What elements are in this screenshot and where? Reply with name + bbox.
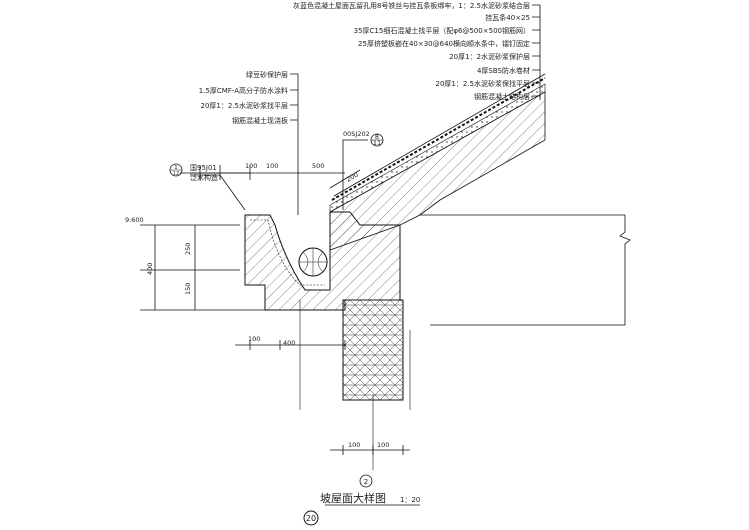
elevation-text: 9.600 <box>125 216 144 224</box>
axis-bubble <box>359 474 373 488</box>
brick-column <box>342 299 404 401</box>
dim-text: 500 <box>312 162 324 170</box>
dim-text: 250 <box>184 243 192 255</box>
svg-text:12: 12 <box>173 171 179 177</box>
dim-text: 100 <box>348 441 360 449</box>
dim-text: 100 <box>245 162 257 170</box>
roof-layer-label: 20厚1：2.5水泥砂浆保找平层 <box>436 79 531 88</box>
gutter-layer-label: 钢筋混凝土现浇板 <box>232 116 288 125</box>
gutter-layer-label: 1.5厚CMF-A高分子防水涂料 <box>199 86 288 95</box>
dim-text: 100 <box>248 335 260 343</box>
dim-text: 400 <box>146 263 154 275</box>
drawing-title: 坡屋面大样图 <box>320 491 386 505</box>
title-number-circle <box>303 510 319 526</box>
gutter-layer-label: 20厚1：2.5水泥砂浆找平层 <box>201 101 289 110</box>
gutter <box>244 211 401 311</box>
svg-text:8: 8 <box>375 133 379 141</box>
gutter-layer-label: 绿豆砂保护层 <box>246 70 288 79</box>
roof-tiles <box>331 77 546 201</box>
dim-text: 150 <box>184 283 192 295</box>
roof-layer-label: 挂瓦条40×25 <box>485 13 530 22</box>
ref-desc-left: 泛水构造 <box>190 173 218 182</box>
roof-layer-label: 钢筋混凝土结构层 <box>474 92 530 101</box>
roof-layer-label: 灰蓝色混凝土屋面瓦留孔用8号铁丝与挂瓦条板绑牢，1：2.5水泥砂浆结合层 <box>293 1 530 10</box>
dim-text: 100 <box>377 441 389 449</box>
roof-slab <box>329 73 631 326</box>
title-number: 20 <box>306 514 316 523</box>
ref-code-left: 国95J01 <box>190 164 217 172</box>
ceiling-lines <box>420 214 631 326</box>
drawing-scale: 1：20 <box>400 496 420 504</box>
roof-layer-label: 4厚SBS防水卷材 <box>477 66 530 75</box>
roof-layer-label: 35厚C15细石混凝土找平层（配φ6@500×500钢筋网） <box>354 26 530 35</box>
axis-label: 2 <box>364 478 368 486</box>
dim-text: 400 <box>283 339 295 347</box>
svg-text:1: 1 <box>174 165 177 171</box>
ref-code-top: 00SJ202 <box>343 130 370 138</box>
roof-layer-label: 20厚1：2水泥砂浆保护层 <box>449 52 530 61</box>
dim-text: 200 <box>345 171 360 184</box>
dim-text: 100 <box>266 162 278 170</box>
roof-layer-label: 25厚挤塑板嵌在40×30@640横向顺水条中，镭钉固定 <box>358 39 530 48</box>
svg-text:11: 11 <box>373 139 381 147</box>
